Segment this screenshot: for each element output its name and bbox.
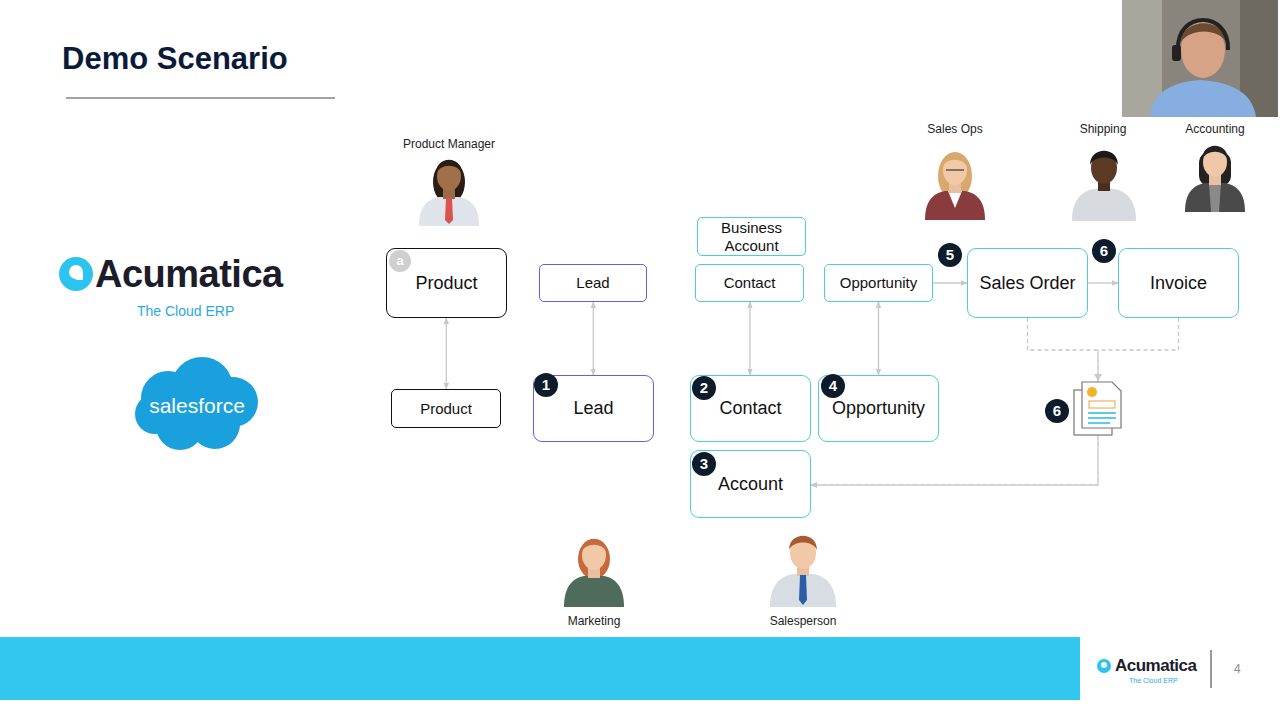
person-icon bbox=[925, 152, 985, 220]
connector bbox=[593, 302, 594, 375]
person-icon bbox=[419, 160, 479, 226]
logo-text: salesforce bbox=[137, 394, 257, 418]
page-number: 4 bbox=[1234, 662, 1241, 676]
node-text: Opportunity bbox=[840, 274, 918, 291]
account-box: Business Account bbox=[697, 217, 806, 256]
node-text: Business Account bbox=[701, 219, 802, 254]
node-text: Opportunity bbox=[832, 398, 925, 419]
role-label: Product Manager bbox=[389, 137, 509, 151]
connector bbox=[811, 318, 1179, 485]
node-text: Account bbox=[718, 474, 783, 495]
sales-order-box: Sales Order bbox=[967, 248, 1088, 318]
callout-number: 1 bbox=[534, 373, 558, 397]
connector bbox=[446, 318, 447, 389]
node-text: Contact bbox=[724, 274, 776, 291]
connector bbox=[749, 302, 750, 375]
person-icon bbox=[770, 536, 836, 607]
role-label: Marketing bbox=[544, 614, 644, 628]
callout-number: 4 bbox=[821, 374, 845, 398]
opportunity-box: Opportunity bbox=[824, 264, 933, 302]
role-label: Shipping bbox=[1053, 122, 1153, 136]
footer-logo-panel bbox=[1080, 637, 1280, 700]
footer-logo-tagline: The Cloud ERP bbox=[1129, 677, 1178, 684]
node-text: Sales Order bbox=[979, 273, 1075, 294]
role-label: Sales Ops bbox=[905, 122, 1005, 136]
callout-number: 5 bbox=[938, 243, 962, 267]
logo-text: Acumatica bbox=[95, 253, 283, 296]
footer-divider bbox=[1211, 650, 1212, 688]
node-text: Invoice bbox=[1150, 273, 1207, 294]
role-label: Accounting bbox=[1165, 122, 1265, 136]
role-label: Salesperson bbox=[753, 614, 853, 628]
connector bbox=[933, 282, 967, 283]
person-icon bbox=[1072, 151, 1136, 221]
product-box: Product bbox=[391, 389, 501, 428]
logo-tagline: The Cloud ERP bbox=[137, 303, 234, 319]
invoice-box: Invoice bbox=[1118, 248, 1239, 318]
lead-box: Lead bbox=[539, 264, 647, 302]
title-underline bbox=[66, 98, 335, 99]
node-text: Product bbox=[420, 400, 472, 417]
node-text: Lead bbox=[573, 398, 613, 419]
callout-number: 2 bbox=[692, 376, 716, 400]
salesforce-cloud bbox=[135, 357, 258, 450]
callout-number: 3 bbox=[692, 452, 716, 476]
person-icon bbox=[564, 539, 624, 607]
contact-box: Contact bbox=[695, 264, 804, 302]
callout-number: 6 bbox=[1092, 239, 1116, 263]
connector bbox=[878, 302, 879, 375]
acumatica-icon bbox=[59, 257, 93, 291]
callout-number: 6 bbox=[1045, 399, 1069, 423]
node-text: Product bbox=[415, 273, 477, 294]
footer-logo-text: Acumatica bbox=[1115, 656, 1196, 676]
node-text: Contact bbox=[719, 398, 781, 419]
callout-letter: a bbox=[389, 250, 411, 272]
webcam-image bbox=[1122, 0, 1278, 117]
footer-acumatica-icon bbox=[1097, 659, 1111, 673]
connector bbox=[811, 318, 1098, 485]
slide-title: Demo Scenario bbox=[62, 41, 288, 77]
person-icon bbox=[1185, 146, 1245, 212]
node-text: Lead bbox=[576, 274, 609, 291]
footer-band bbox=[0, 637, 1280, 700]
connector bbox=[1088, 282, 1118, 283]
